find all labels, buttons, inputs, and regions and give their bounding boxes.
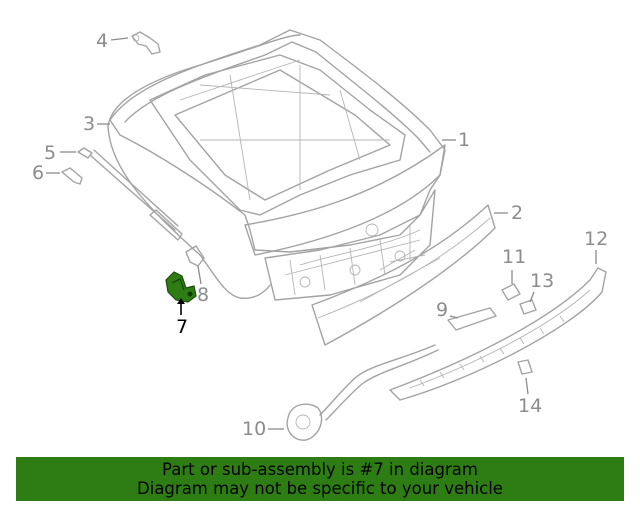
svg-text:2: 2 [511,202,523,224]
callout-7: 7 [176,298,188,338]
hinge-part-4 [131,31,161,55]
svg-text:3: 3 [83,113,95,135]
callout-13: 13 [529,270,554,303]
banner-line-2: Diagram may not be specific to your vehi… [137,479,503,498]
callout-5: 5 [44,142,76,164]
callout-3: 3 [83,113,110,135]
svg-text:13: 13 [530,270,554,292]
latch-part-7-highlighted [165,271,197,303]
svg-text:14: 14 [518,395,542,417]
callout-9: 9 [436,299,459,321]
gas-strut-5-6 [61,147,183,241]
callout-4: 4 [96,30,129,52]
info-banner: Part or sub-assembly is #7 in diagram Di… [16,457,624,501]
clip-parts-9-11-13-14 [447,283,537,375]
weatherstrip-seal [107,34,301,300]
banner-line-1: Part or sub-assembly is #7 in diagram [162,460,478,479]
callout-1: 1 [442,129,470,151]
svg-text:1: 1 [458,129,470,151]
svg-text:9: 9 [436,299,448,321]
callout-14: 14 [518,377,542,417]
trim-strip-12 [389,267,607,401]
trim-panel-2 [311,204,496,346]
parts-diagram: 1 2 3 4 5 6 7 8 9 10 11 12 [32,29,608,441]
svg-text:11: 11 [502,246,526,268]
svg-text:10: 10 [242,418,266,440]
liftgate-frame [109,29,446,301]
svg-text:7: 7 [176,316,188,338]
striker-part-8 [185,245,205,267]
callout-6: 6 [32,162,60,184]
svg-text:12: 12 [584,228,608,250]
cable-and-motor-10 [286,344,439,441]
svg-text:5: 5 [44,142,56,164]
svg-text:4: 4 [96,30,108,52]
svg-text:6: 6 [32,162,44,184]
callout-10: 10 [242,418,284,440]
callout-2: 2 [494,202,523,224]
callout-8: 8 [197,265,209,306]
callout-11: 11 [502,246,526,284]
callout-12: 12 [584,228,608,264]
svg-text:8: 8 [197,284,209,306]
